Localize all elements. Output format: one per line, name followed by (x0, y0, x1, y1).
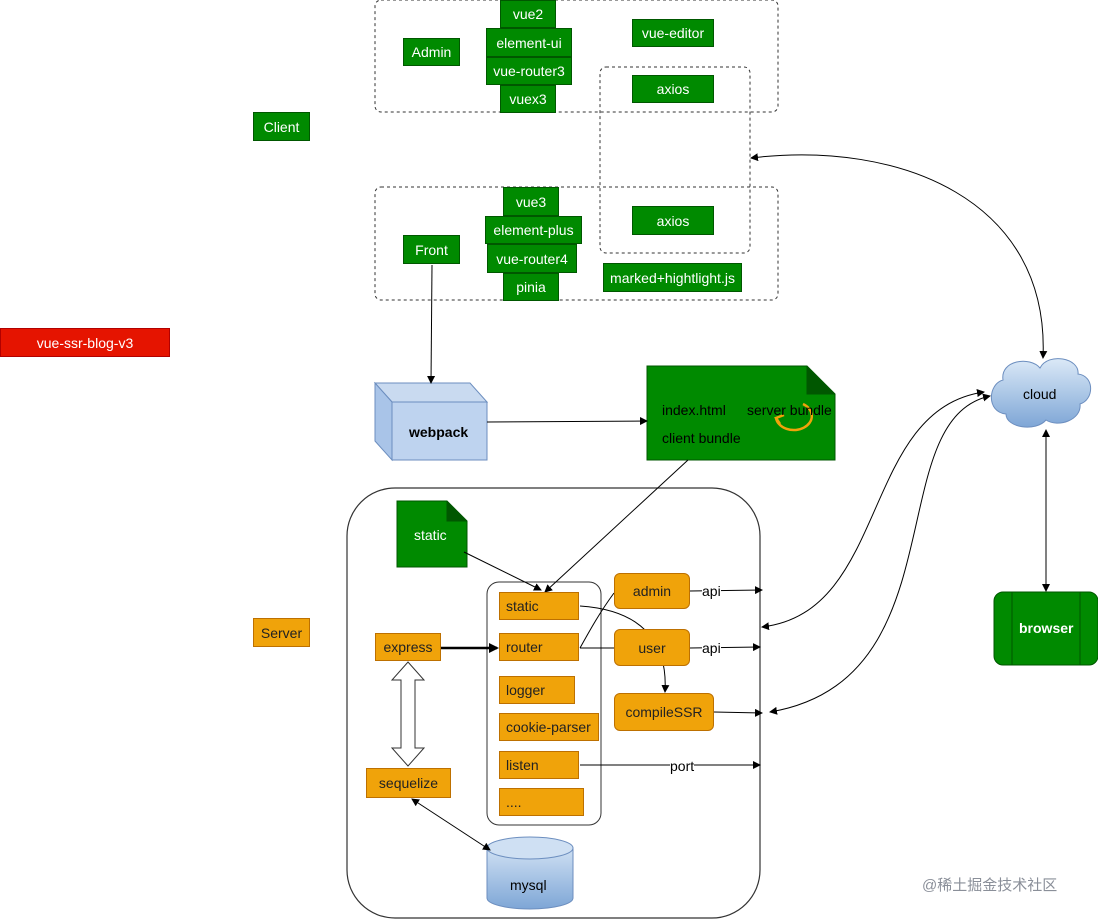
cloud-to-client-curve (750, 153, 1048, 359)
watermark: @稀土掘金技术社区 (922, 877, 1058, 894)
bundle-server-bundle: server bundle (747, 402, 832, 418)
front-axios-box: axios (632, 206, 714, 235)
user-api-label: api (702, 640, 721, 656)
express-box: express (375, 633, 441, 661)
mysql-label: mysql (510, 877, 547, 893)
bundle-index-html: index.html (662, 402, 726, 418)
mw-router: router (499, 633, 579, 661)
admin-lib-vue-router3: vue-router3 (486, 57, 572, 85)
front-to-webpack (427, 264, 436, 384)
webpack-to-bundle (486, 417, 648, 426)
admin-box: Admin (403, 38, 460, 66)
front-lib-vue3: vue3 (503, 187, 559, 216)
admin-lib-vue2: vue2 (500, 0, 556, 28)
middleware-container (486, 581, 602, 826)
cloud-label: cloud (1023, 386, 1057, 402)
project-title: vue-ssr-blog-v3 (0, 328, 170, 357)
cloud-to-server-curve2 (769, 393, 991, 715)
front-box: Front (403, 235, 460, 264)
server-group-label: Server (253, 618, 310, 647)
mw-static: static (499, 592, 579, 620)
bundle-to-middleware (544, 459, 689, 593)
route-user: user (614, 629, 690, 666)
vue-editor-box: vue-editor (632, 19, 714, 47)
static-to-middleware (463, 551, 542, 591)
mw-listen: listen (499, 751, 579, 779)
sequelize-to-mysql (411, 798, 491, 851)
webpack-label: webpack (409, 424, 469, 440)
admin-api-arrow (689, 586, 763, 595)
axios-shared-outline (599, 66, 751, 254)
mysql-cylinder (486, 836, 574, 910)
front-lib-pinia: pinia (503, 273, 559, 301)
user-api-arrow (689, 643, 761, 652)
client-group-label: Client (253, 112, 310, 141)
server-container (346, 487, 761, 919)
admin-api-label: api (702, 583, 721, 599)
bundle-client-bundle: client bundle (662, 430, 741, 446)
express-sequelize-arrow (390, 661, 426, 767)
router-to-admin (579, 592, 615, 649)
cloud-shape (990, 358, 1092, 428)
admin-lib-element-ui: element-ui (486, 28, 572, 57)
marked-highlight-box: marked+hightlight.js (603, 263, 742, 292)
compile-arrow (713, 708, 763, 717)
static-doc-label: static (414, 527, 447, 543)
admin-group-outline (374, 0, 779, 113)
mw-more: .... (499, 788, 584, 816)
port-label: port (670, 758, 695, 774)
webpack-cube (373, 381, 489, 462)
static-document (396, 500, 468, 568)
front-lib-vue-router4: vue-router4 (487, 244, 577, 273)
mw-cookie-parser: cookie-parser (499, 713, 599, 741)
front-lib-element-plus: element-plus (485, 216, 582, 244)
browser-label: browser (1019, 620, 1074, 636)
route-admin: admin (614, 573, 690, 609)
route-compile-ssr: compileSSR (614, 693, 714, 731)
browser-box (993, 591, 1098, 666)
admin-lib-vuex3: vuex3 (500, 85, 556, 113)
admin-axios-box: axios (632, 75, 714, 103)
sequelize-box: sequelize (366, 768, 451, 798)
mw-logger: logger (499, 676, 575, 704)
